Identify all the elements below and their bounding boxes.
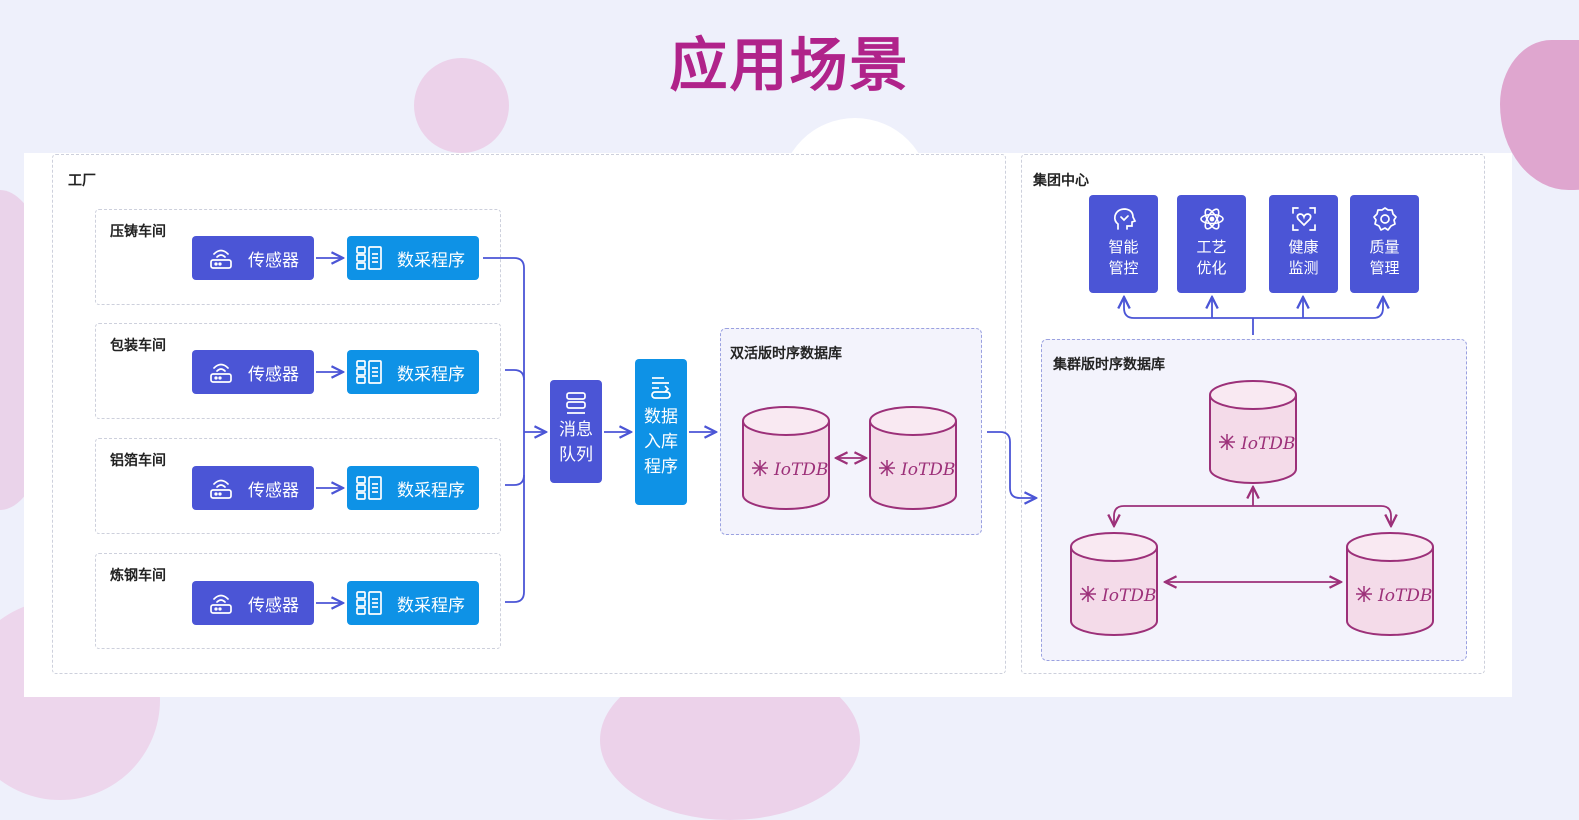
- collector-label: 数采程序: [397, 595, 465, 616]
- iotdb-logo-icon: [879, 460, 895, 476]
- factory-label: 工厂: [68, 173, 96, 189]
- bg-circle-decoration: [414, 58, 509, 153]
- sensor-box: 传感器: [192, 350, 314, 394]
- atom-icon: [1198, 205, 1226, 237]
- brain-icon: [1110, 205, 1138, 237]
- ingest-label-line: 数据: [644, 407, 678, 427]
- app-label-line: 监测: [1288, 259, 1319, 277]
- collector-bus-line: [505, 369, 525, 381]
- iotdb-logo-text: IoTDB: [1101, 586, 1156, 606]
- workshop-label: 铝箔车间: [110, 453, 166, 469]
- program-icon: [355, 475, 383, 501]
- sensor-box: 传感器: [192, 581, 314, 625]
- program-icon: [355, 590, 383, 616]
- app-distribution-line: [1124, 297, 1383, 319]
- app-label-line: 健康: [1288, 238, 1319, 256]
- page-title: 应用场景: [669, 31, 910, 99]
- iotdb-logo-icon: [1356, 586, 1372, 602]
- iotdb-logo-icon: [752, 460, 768, 476]
- workshop-region: [95, 209, 501, 305]
- collector-label: 数采程序: [397, 364, 465, 385]
- db-cylinder-cluster-right: IoTDB: [1346, 532, 1434, 636]
- app-box-quality-management: 质量 管理: [1350, 195, 1419, 293]
- router-icon: [208, 475, 234, 501]
- sensor-label: 传感器: [248, 250, 299, 271]
- db-cylinder-cluster-top: IoTDB: [1209, 380, 1297, 484]
- dual-active-db-label: 双活版时序数据库: [730, 346, 842, 362]
- app-label-line: 工艺: [1196, 238, 1227, 256]
- cluster-distribution-line: [1114, 505, 1391, 526]
- sensor-label: 传感器: [248, 364, 299, 385]
- ingest-icon: [647, 373, 675, 405]
- cluster-db-label: 集群版时序数据库: [1053, 357, 1165, 373]
- collector-box: 数采程序: [347, 350, 479, 394]
- sensor-label: 传感器: [248, 480, 299, 501]
- iotdb-logo-icon: [1219, 434, 1235, 450]
- queue-label-line: 队列: [559, 445, 593, 465]
- collector-label: 数采程序: [397, 250, 465, 271]
- app-label-line: 管控: [1108, 259, 1139, 277]
- app-box-health-monitoring: 健康 监测: [1269, 195, 1338, 293]
- db-cylinder-cluster-left: IoTDB: [1070, 532, 1158, 636]
- collector-bus-line: [505, 474, 525, 486]
- app-label-line: 质量: [1369, 238, 1400, 256]
- collector-label: 数采程序: [397, 480, 465, 501]
- sensor-box: 传感器: [192, 466, 314, 510]
- app-label-line: 管理: [1369, 259, 1400, 277]
- workshop-label: 包装车间: [110, 338, 166, 354]
- factory-region: [52, 154, 1006, 674]
- workshop-region: [95, 553, 501, 649]
- connector-layer: [316, 0, 1579, 737]
- message-queue-box: 消息 队列: [550, 380, 602, 483]
- db-cylinder-dual-2: IoTDB: [869, 406, 957, 510]
- heart-scan-icon: [1290, 205, 1318, 237]
- collector-box: 数采程序: [347, 236, 479, 280]
- workshop-label: 压铸车间: [110, 224, 166, 240]
- program-icon: [355, 245, 383, 271]
- workshop-region: [95, 438, 501, 534]
- db-cylinder-dual-1: IoTDB: [742, 406, 830, 510]
- gear-icon: [1371, 205, 1399, 237]
- sensor-label: 传感器: [248, 595, 299, 616]
- iotdb-logo-text: IoTDB: [1240, 434, 1295, 454]
- program-icon: [355, 359, 383, 385]
- workshop-label: 炼钢车间: [110, 568, 166, 584]
- group-center-label: 集团中心: [1033, 173, 1089, 189]
- sensor-box: 传感器: [192, 236, 314, 280]
- iotdb-logo-icon: [1080, 586, 1096, 602]
- router-icon: [208, 590, 234, 616]
- app-box-intelligent-control: 智能 管控: [1089, 195, 1158, 293]
- iotdb-logo-text: IoTDB: [900, 460, 955, 480]
- ingest-program-box: 数据 入库 程序: [635, 359, 687, 505]
- workshop-region: [95, 323, 501, 419]
- router-icon: [208, 359, 234, 385]
- queue-label-line: 消息: [559, 420, 593, 440]
- router-icon: [208, 245, 234, 271]
- iotdb-logo-text: IoTDB: [773, 460, 828, 480]
- database-layer: IoTDB IoTDB IoTDB IoTDB IoTDB: [742, 380, 1434, 636]
- ingest-label-line: 入库: [644, 432, 678, 452]
- queue-icon: [563, 390, 589, 418]
- collector-box: 数采程序: [347, 581, 479, 625]
- app-box-process-optimization: 工艺 优化: [1177, 195, 1246, 293]
- app-label-line: 智能: [1108, 238, 1139, 256]
- collector-box: 数采程序: [347, 466, 479, 510]
- arrow-dual-to-cluster: [987, 431, 1036, 498]
- group-center-region: [1021, 154, 1485, 674]
- ingest-label-line: 程序: [644, 457, 678, 477]
- app-label-line: 优化: [1196, 259, 1227, 277]
- iotdb-logo-text: IoTDB: [1377, 586, 1432, 606]
- collector-bus-line: [483, 257, 525, 603]
